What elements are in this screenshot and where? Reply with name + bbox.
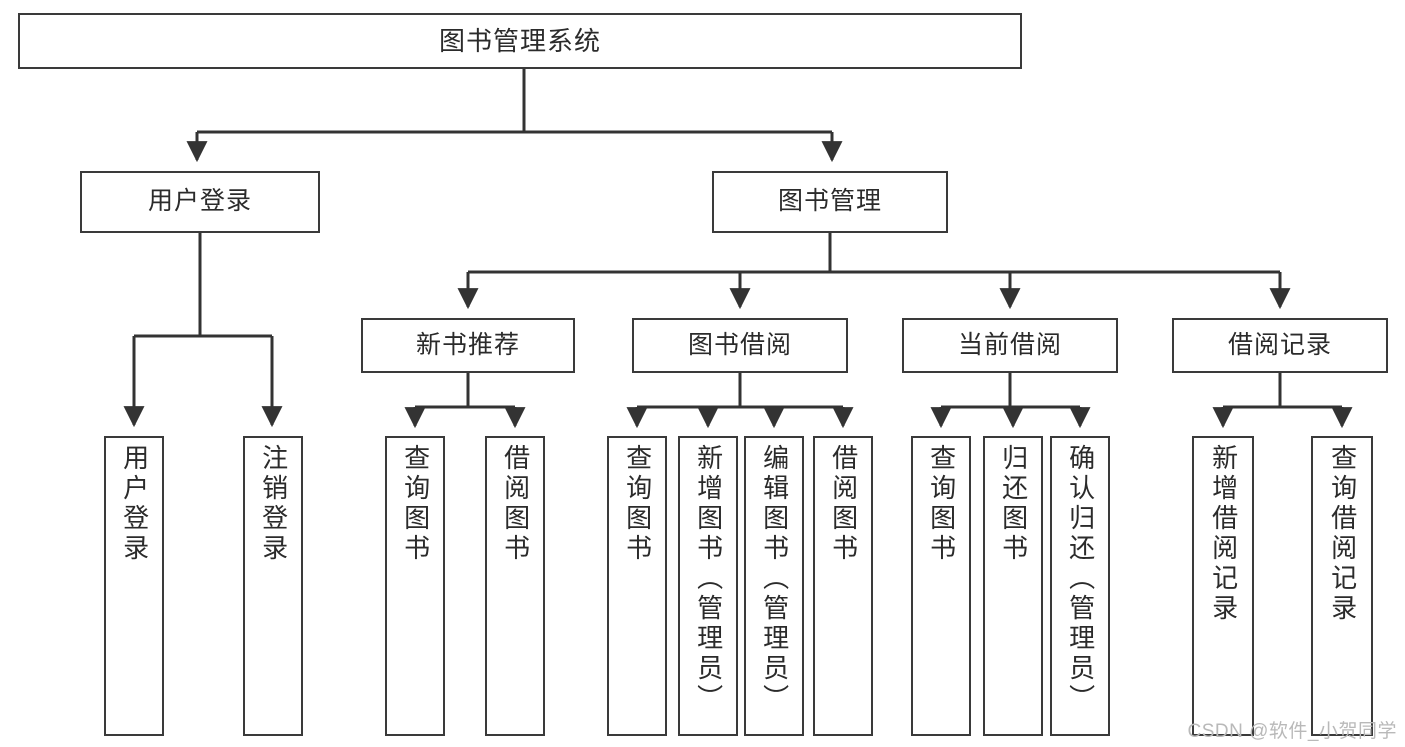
node-leaf-cb-confirm-return-label: 确认归还（管理员） [1065,444,1096,714]
node-book-manage-label: 图书管理 [777,187,882,216]
node-leaf-rec-borrow-book-label: 借阅图书 [500,444,531,564]
node-leaf-user-logout-label: 注销登录 [258,444,289,564]
node-leaf-cb-confirm-return[interactable]: 确认归还（管理员） [1050,436,1110,736]
node-leaf-cb-return-book-label: 归还图书 [998,444,1029,564]
node-book-borrow-label: 图书借阅 [687,330,792,359]
node-leaf-user-login[interactable]: 用户登录 [104,436,164,736]
node-leaf-br-query-record-label: 查询借阅记录 [1327,444,1358,624]
node-leaf-bb-add-book-label: 新增图书（管理员） [693,444,724,714]
node-leaf-rec-query-book-label: 查询图书 [400,444,431,564]
node-leaf-cb-return-book[interactable]: 归还图书 [983,436,1043,736]
node-leaf-rec-borrow-book[interactable]: 借阅图书 [485,436,545,736]
csdn-watermark: CSDN @软件_小贺同学 [1187,721,1397,742]
node-borrow-record[interactable]: 借阅记录 [1172,318,1388,373]
node-new-book-recommend-label: 新书推荐 [415,330,520,359]
node-new-book-recommend[interactable]: 新书推荐 [361,318,575,373]
node-leaf-bb-borrow-book-label: 借阅图书 [828,444,859,564]
node-leaf-bb-edit-book-label: 编辑图书（管理员） [759,444,790,714]
node-leaf-bb-query-book-label: 查询图书 [622,444,653,564]
node-leaf-br-query-record[interactable]: 查询借阅记录 [1311,436,1373,736]
node-current-borrow[interactable]: 当前借阅 [902,318,1118,373]
node-user-login-label: 用户登录 [147,187,252,216]
node-leaf-bb-edit-book[interactable]: 编辑图书（管理员） [744,436,804,736]
node-leaf-bb-query-book[interactable]: 查询图书 [607,436,667,736]
node-leaf-br-add-record-label: 新增借阅记录 [1208,444,1239,624]
node-user-login[interactable]: 用户登录 [80,171,320,233]
node-book-manage[interactable]: 图书管理 [712,171,948,233]
node-root-label: 图书管理系统 [438,25,601,56]
node-leaf-bb-add-book[interactable]: 新增图书（管理员） [678,436,738,736]
node-leaf-user-login-label: 用户登录 [119,444,150,564]
node-book-borrow[interactable]: 图书借阅 [632,318,848,373]
node-leaf-cb-query-book[interactable]: 查询图书 [911,436,971,736]
node-borrow-record-label: 借阅记录 [1227,330,1332,359]
node-leaf-cb-query-book-label: 查询图书 [926,444,957,564]
node-current-borrow-label: 当前借阅 [957,330,1062,359]
node-leaf-rec-query-book[interactable]: 查询图书 [385,436,445,736]
node-leaf-br-add-record[interactable]: 新增借阅记录 [1192,436,1254,736]
node-root[interactable]: 图书管理系统 [18,13,1022,69]
node-leaf-bb-borrow-book[interactable]: 借阅图书 [813,436,873,736]
node-leaf-user-logout[interactable]: 注销登录 [243,436,303,736]
